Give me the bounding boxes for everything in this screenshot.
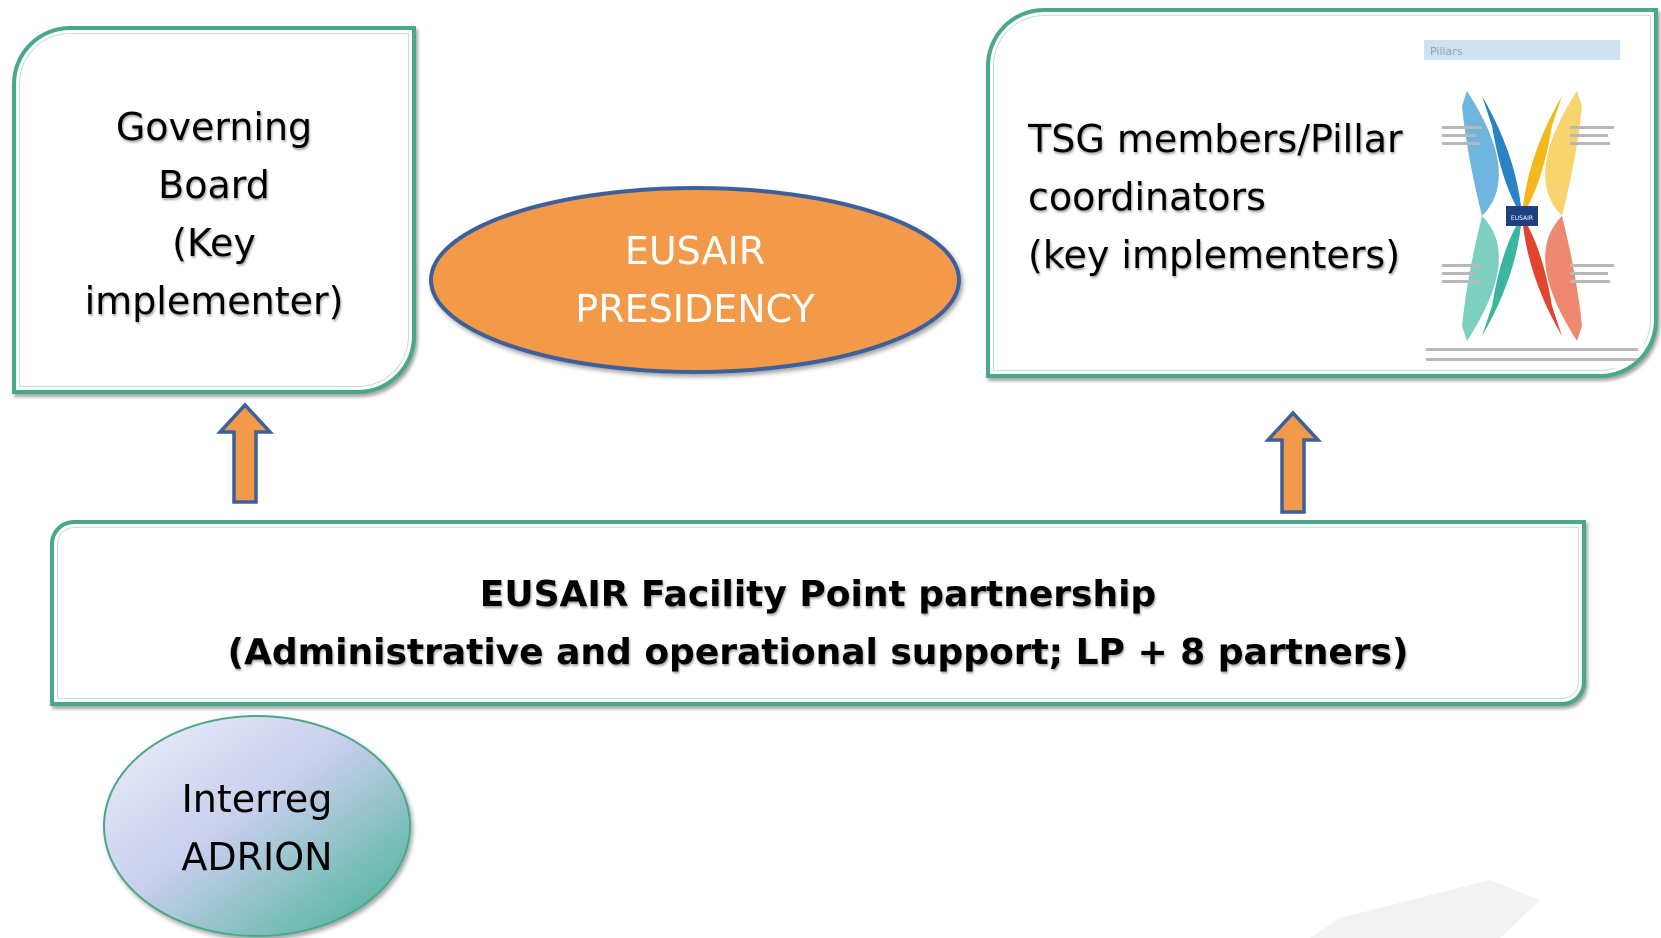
adrion-line: ADRION <box>181 835 333 879</box>
tsg-line: (key implementers) <box>1028 233 1401 277</box>
tsg-line: coordinators <box>1028 175 1266 219</box>
presidency-line: PRESIDENCY <box>575 287 815 331</box>
governing-board-box: Governing Board (Key implementer) <box>12 26 416 394</box>
tsg-label: TSG members/Pillar coordinators (key imp… <box>1028 110 1403 284</box>
facility-point-label: EUSAIR Facility Point partnership (Admin… <box>54 566 1582 682</box>
presidency-ellipse <box>429 186 961 374</box>
presidency-label: EUSAIR PRESIDENCY <box>430 222 960 338</box>
facility-point-line: EUSAIR Facility Point partnership <box>479 574 1157 615</box>
governing-board-label: Governing Board (Key implementer) <box>16 98 412 330</box>
governing-board-line: Board <box>158 163 270 207</box>
presidency-line: EUSAIR <box>624 229 766 273</box>
decorative-swoosh <box>1310 880 1540 938</box>
governing-board-line: implementer) <box>84 279 344 323</box>
facility-point-line: (Administrative and operational support;… <box>227 632 1409 673</box>
adrion-line: Interreg <box>181 777 333 821</box>
tsg-box: TSG members/Pillar coordinators (key imp… <box>986 8 1658 378</box>
adrion-ellipse <box>103 715 411 937</box>
tsg-line: TSG members/Pillar <box>1028 117 1403 161</box>
up-arrow-icon <box>1263 410 1323 514</box>
adrion-label: Interreg ADRION <box>102 770 412 886</box>
up-arrow-icon <box>215 402 275 504</box>
governing-board-line: Governing <box>115 105 313 149</box>
governing-board-line: (Key <box>172 221 256 265</box>
facility-point-box: EUSAIR Facility Point partnership (Admin… <box>50 520 1586 706</box>
thumbnail-center-label: EUSAIR <box>1511 215 1533 222</box>
thumbnail-header: Pillars <box>1430 45 1463 58</box>
pillars-diagram-icon: Pillars EUSAIR <box>1422 36 1644 368</box>
